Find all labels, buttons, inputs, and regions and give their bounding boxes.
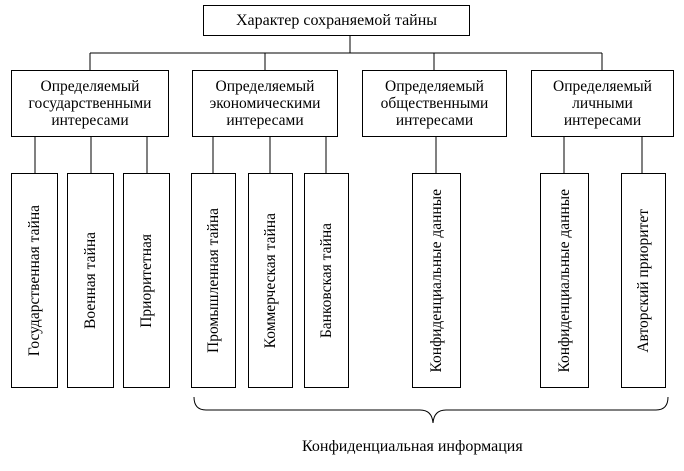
item-box: Банковская тайна [304,173,349,388]
item-box: Коммерческая тайна [248,173,293,388]
item-box: Промышленная тайна [191,173,236,388]
category-personal-box: Определяемый личными интересами [531,70,674,137]
item-label: Военная тайна [82,232,99,329]
category-economic-box: Определяемый экономическими интересами [192,70,338,137]
item-box: Военная тайна [67,173,114,388]
item-box: Приоритетная [123,173,170,388]
item-label: Промышленная тайна [205,208,222,353]
item-label: Авторский приоритет [635,208,652,353]
item-label: Государственная тайна [26,204,43,357]
item-box: Конфиденциальные данные [412,173,461,388]
category-label: Определяемый экономическими интересами [209,78,321,129]
root-label: Характер сохраняемой тайны [235,11,438,29]
item-label: Конфиденциальные данные [428,188,445,373]
item-box: Авторский приоритет [621,173,666,388]
item-box: Государственная тайна [11,173,58,388]
brace-caption: Конфиденциальная информация [302,438,523,455]
category-label: Определяемый общественными интересами [380,78,489,129]
item-label: Конфиденциальные данные [556,188,573,373]
category-label: Определяемый личными интересами [553,78,652,129]
item-label: Коммерческая тайна [262,212,279,349]
category-public-box: Определяемый общественными интересами [362,70,507,137]
item-box: Конфиденциальные данные [540,173,589,388]
item-label: Банковская тайна [318,222,335,339]
root-box: Характер сохраняемой тайны [203,5,470,36]
category-state-box: Определяемый государственными интересами [11,70,169,137]
category-label: Определяемый государственными интересами [28,78,152,129]
item-label: Приоритетная [138,233,155,328]
curly-brace [193,396,669,424]
